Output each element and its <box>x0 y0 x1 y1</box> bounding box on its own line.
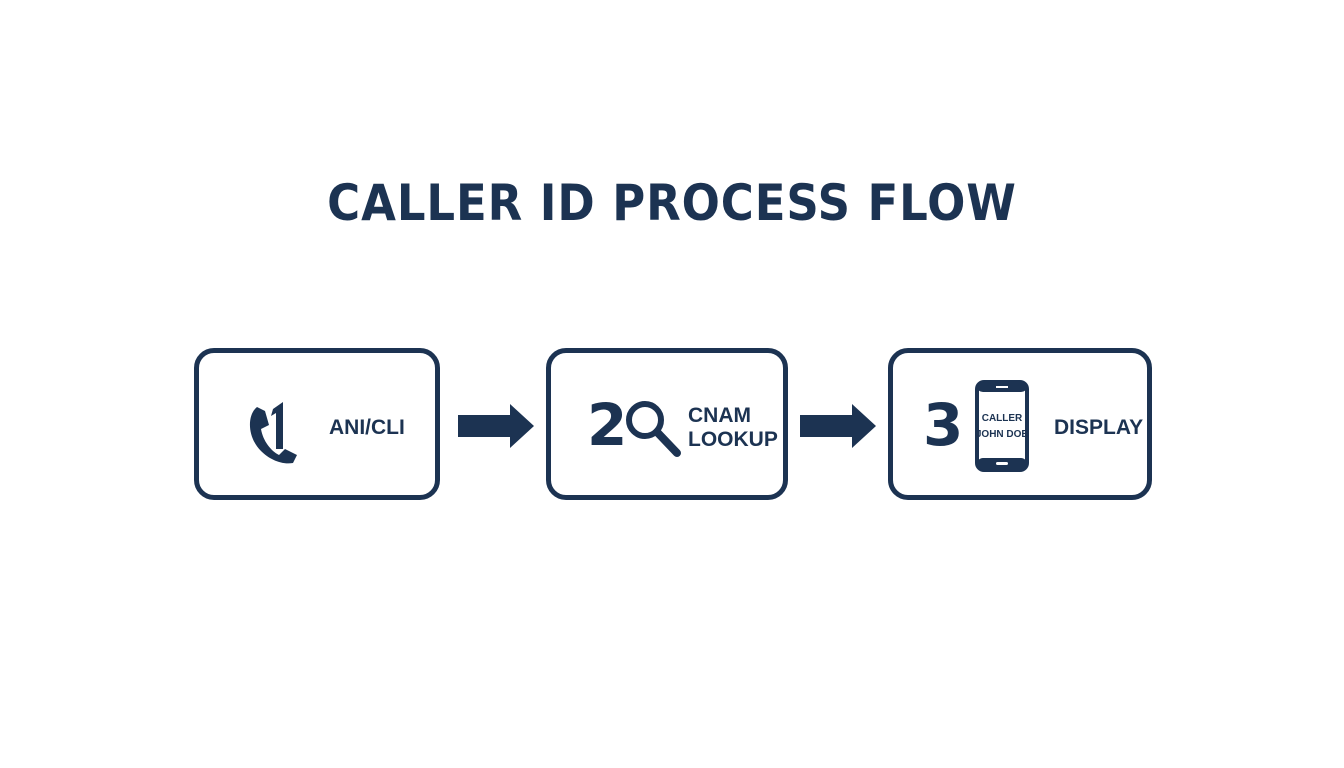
step-box-ani-cli: 1 ANI/CLI <box>194 348 440 500</box>
flow-arrow-right-icon <box>800 404 876 448</box>
phone-handset-icon <box>249 402 297 464</box>
magnifier-icon <box>626 401 681 457</box>
smartphone-icon: CALLER JOHN DOE <box>975 380 1029 472</box>
flow-arrow-right-icon <box>458 404 534 448</box>
step-label-line1: CNAM <box>688 404 751 427</box>
step-box-display: 3 CALLER JOHN DOE DISPLAY <box>888 348 1152 500</box>
diagram-title: CALLER ID PROCESS FLOW <box>327 174 1017 232</box>
step-label-ani-cli: ANI/CLI <box>329 416 405 439</box>
step-box-cnam-lookup: 2 CNAM LOOKUP <box>546 348 788 500</box>
step-number: 3 <box>923 391 964 459</box>
step-label-line2: LOOKUP <box>688 428 778 451</box>
step-label-display: DISPLAY <box>1054 416 1144 439</box>
phone-screen-line1: CALLER <box>981 413 1023 424</box>
step-number: 2 <box>587 391 628 459</box>
phone-screen-line2: JOHN DOE <box>975 429 1029 440</box>
